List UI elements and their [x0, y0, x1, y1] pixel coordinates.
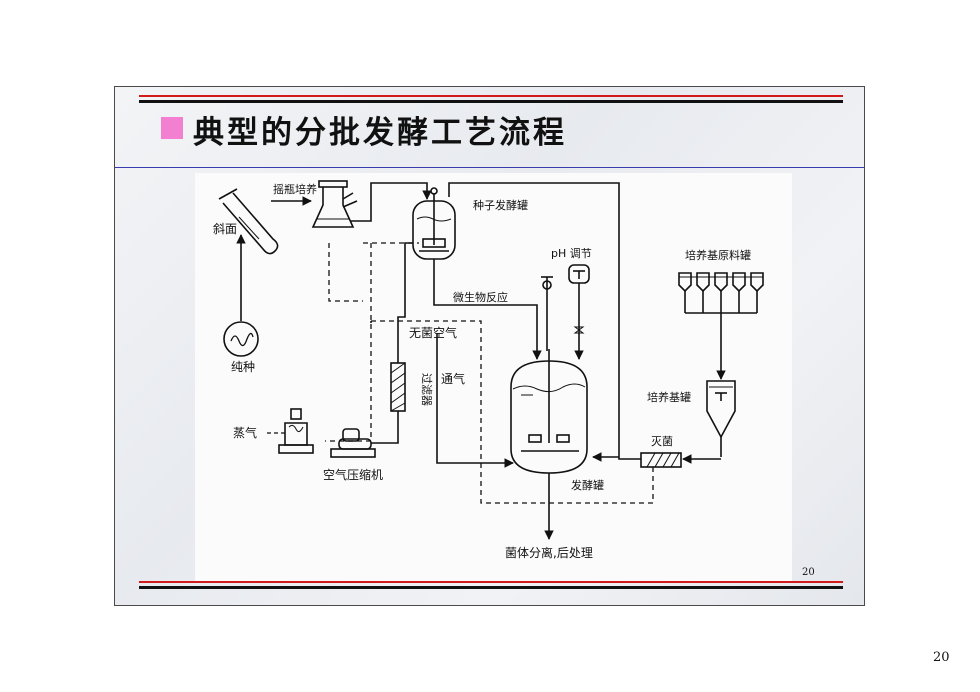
slide-frame: 典型的分批发酵工艺流程 斜面 摇瓶培养: [114, 86, 865, 606]
label-sterilization: 灭菌: [651, 435, 673, 448]
title-bar: [115, 107, 864, 168]
shake-flask-icon: [311, 180, 358, 228]
bottom-rule-black: [139, 586, 843, 589]
filter-icon: [390, 362, 406, 412]
fermenter-icon: [510, 349, 588, 474]
label-microbial-reaction: 微生物反应: [453, 290, 508, 304]
line-flask-to-seed-tank: [351, 182, 432, 222]
title-marker-square: [161, 117, 183, 139]
label-medium-raw-tanks: 培养基原料罐: [685, 248, 751, 262]
label-pure-strain: 纯种: [231, 360, 255, 374]
label-ph-adjust: pH 调节: [551, 247, 592, 260]
top-rule-red: [139, 95, 843, 97]
label-steam: 蒸气: [233, 425, 257, 440]
label-air-compressor: 空气压缩机: [323, 467, 383, 482]
label-slant: 斜面: [213, 222, 237, 236]
page-number: 20: [933, 650, 950, 665]
label-fermenter: 发酵罐: [571, 478, 604, 492]
steam-boiler-icon: [278, 408, 314, 454]
ph-reservoir-icon: [568, 264, 590, 360]
label-aeration: 通气: [441, 371, 465, 386]
bottom-rule-red: [139, 581, 843, 583]
sterilizer-icon: [640, 452, 682, 468]
label-shake-flask: 摇瓶培养: [273, 182, 317, 196]
sterile-air-dashed: [371, 320, 654, 504]
label-seed-tank: 种子发酵罐: [473, 198, 528, 212]
slide-title: 典型的分批发酵工艺流程: [193, 115, 567, 151]
label-sterile-air: 无菌空气: [409, 325, 457, 340]
slide-number: 20: [802, 567, 815, 578]
dashed-steam-line-left: [328, 271, 363, 302]
label-filter: 过滤器: [420, 373, 433, 406]
label-medium-tank: 培养基罐: [647, 390, 691, 404]
pure-strain-icon: [223, 321, 259, 357]
line-seed-to-feed: [448, 182, 620, 457]
ph-probe-icon: [541, 276, 553, 351]
air-compressor-icon: [330, 428, 376, 458]
top-rule-black: [139, 100, 843, 103]
medium-tank-icon: [706, 380, 736, 439]
seed-tank-icon: [412, 187, 456, 260]
line-aeration: [436, 333, 514, 468]
label-downstream: 菌体分离,后处理: [505, 545, 593, 560]
raw-material-tanks-icon: [678, 272, 764, 314]
fermentation-process-diagram: 斜面 摇瓶培养 纯种: [195, 173, 792, 581]
test-tube-icon: [218, 188, 279, 255]
line-seed-to-fermenter: [433, 259, 542, 360]
